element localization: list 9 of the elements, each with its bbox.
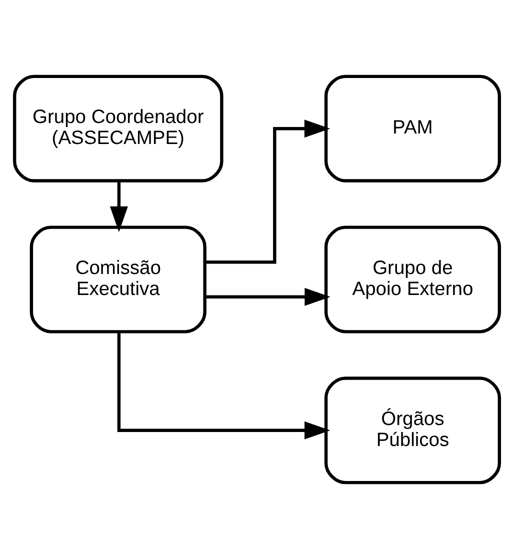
arrow (110, 180, 128, 232)
arrow (204, 288, 330, 306)
node-box: Grupo Coordenador (ASSECAMPE) (12, 74, 224, 182)
arrow (117, 332, 330, 440)
node-box: PAM (324, 74, 502, 182)
arrow (205, 120, 330, 264)
node-box: Grupo de Apoio Externo (324, 226, 502, 334)
node-box: Comissão Executiva (30, 226, 206, 334)
node-box: Órgãos Públicos (324, 376, 502, 484)
